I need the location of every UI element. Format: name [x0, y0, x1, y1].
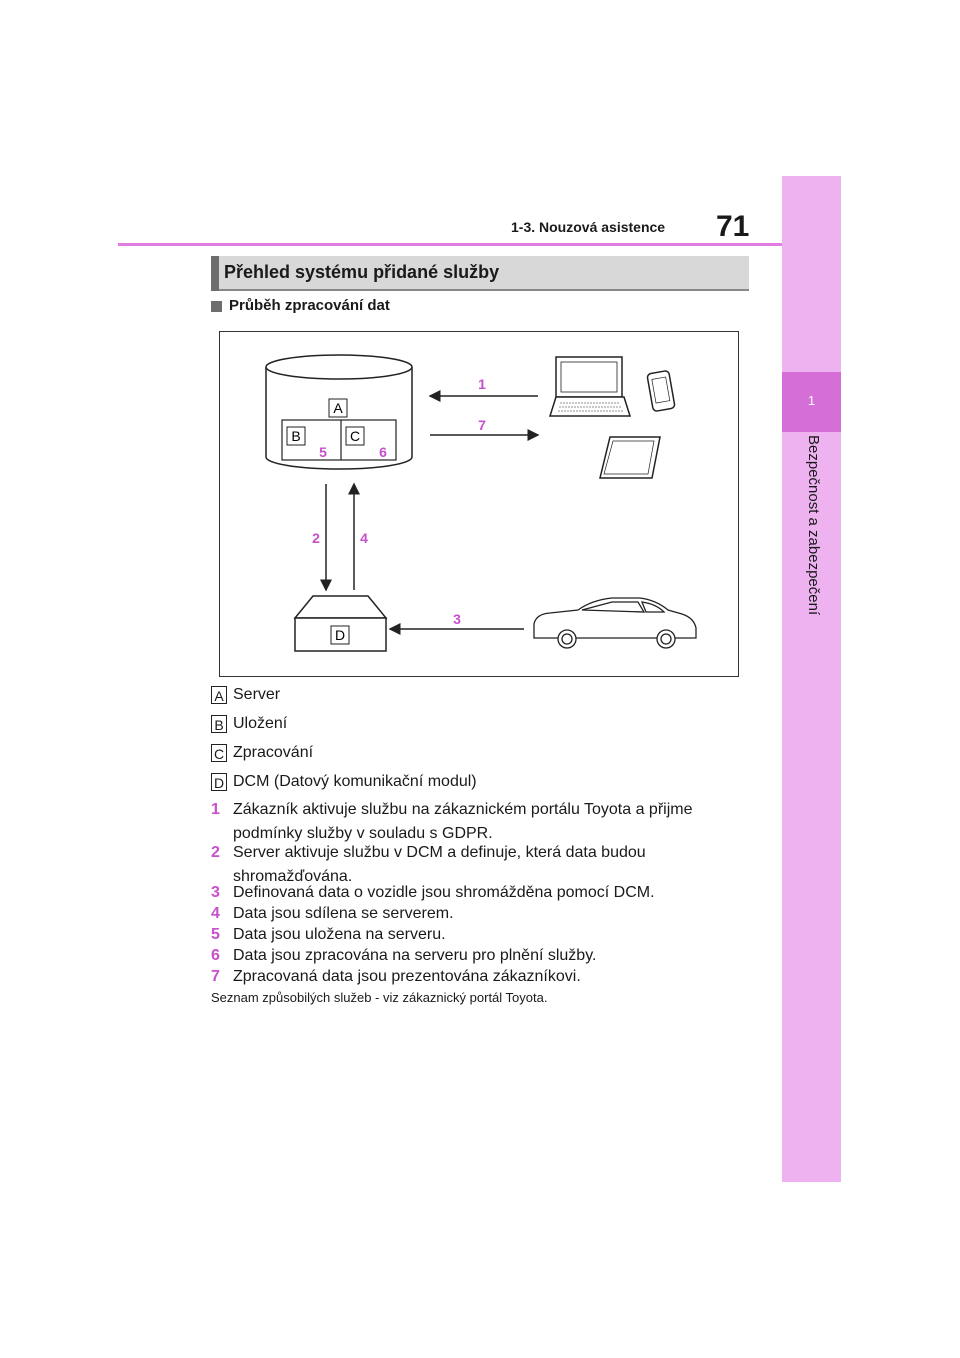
step-text: Data jsou zpracována na serveru pro plně… — [233, 947, 597, 964]
step-7-label: 7 — [478, 417, 486, 433]
step-5-label: 5 — [319, 444, 327, 460]
legend-key: A — [211, 686, 227, 704]
legend-text: Uložení — [233, 715, 288, 732]
step-text: Definovaná data o vozidle jsou shromáždě… — [233, 884, 655, 901]
label-d: D — [335, 627, 345, 643]
tablet-icon — [599, 436, 661, 479]
step-text: Zpracovaná data jsou prezentována zákazn… — [233, 968, 581, 985]
chapter-number: 1 — [807, 393, 816, 408]
step-number: 4 — [211, 905, 220, 922]
heading-bar — [211, 256, 749, 291]
step-4-label: 4 — [360, 530, 368, 546]
label-box-c — [345, 426, 365, 446]
step-1-label: 1 — [478, 376, 486, 392]
step-number: 7 — [211, 968, 220, 985]
step-number: 2 — [211, 844, 220, 861]
step-number: 1 — [211, 801, 220, 818]
heading-accent — [211, 256, 219, 291]
step-number: 6 — [211, 947, 220, 964]
chapter-title: Bezpečnost a zabezpečení — [805, 435, 822, 616]
page-heading: Přehled systému přidané služby — [224, 262, 500, 282]
data-flow-diagram: A B C 5 6 1 7 2 — [265, 354, 697, 652]
legend-key: D — [211, 773, 227, 791]
legend-key: C — [211, 744, 227, 762]
header-rule — [118, 243, 782, 246]
chapter-box — [782, 372, 841, 432]
page-number: 71 — [716, 210, 750, 243]
step-text: Zákazník aktivuje službu na zákaznickém … — [233, 801, 693, 842]
legend-text: DCM (Datový komunikační modul) — [233, 773, 477, 790]
car-icon — [533, 597, 697, 649]
label-b: B — [291, 428, 300, 444]
step-2-label: 2 — [312, 530, 320, 546]
step-text: Data jsou sdílena se serverem. — [233, 905, 454, 922]
step-number: 3 — [211, 884, 220, 901]
label-box-d — [330, 625, 350, 645]
label-box-a — [328, 398, 348, 418]
bullet-square-icon — [211, 301, 222, 312]
step-text: Data jsou uložena na serveru. — [233, 926, 446, 943]
label-c: C — [350, 428, 360, 444]
subheading: Průběh zpracování dat — [229, 297, 390, 314]
legend-text: Zpracování — [233, 744, 314, 761]
step-3-label: 3 — [453, 611, 461, 627]
legend-text: Server — [233, 686, 281, 703]
footnote: Seznam způsobilých služeb - viz zákaznic… — [211, 990, 548, 1005]
laptop-icon — [548, 356, 632, 417]
label-box-b — [286, 426, 306, 446]
label-a: A — [333, 400, 343, 416]
step-text: Server aktivuje službu v DCM a definuje,… — [233, 844, 646, 885]
legend-key: B — [211, 715, 227, 733]
side-tab — [782, 176, 841, 1182]
section-title: 1-3. Nouzová asistence — [511, 219, 666, 235]
diagram-frame: A B C 5 6 1 7 2 — [219, 331, 739, 677]
step-number: 5 — [211, 926, 220, 943]
smartphone-icon — [646, 370, 676, 412]
step-6-label: 6 — [379, 444, 387, 460]
